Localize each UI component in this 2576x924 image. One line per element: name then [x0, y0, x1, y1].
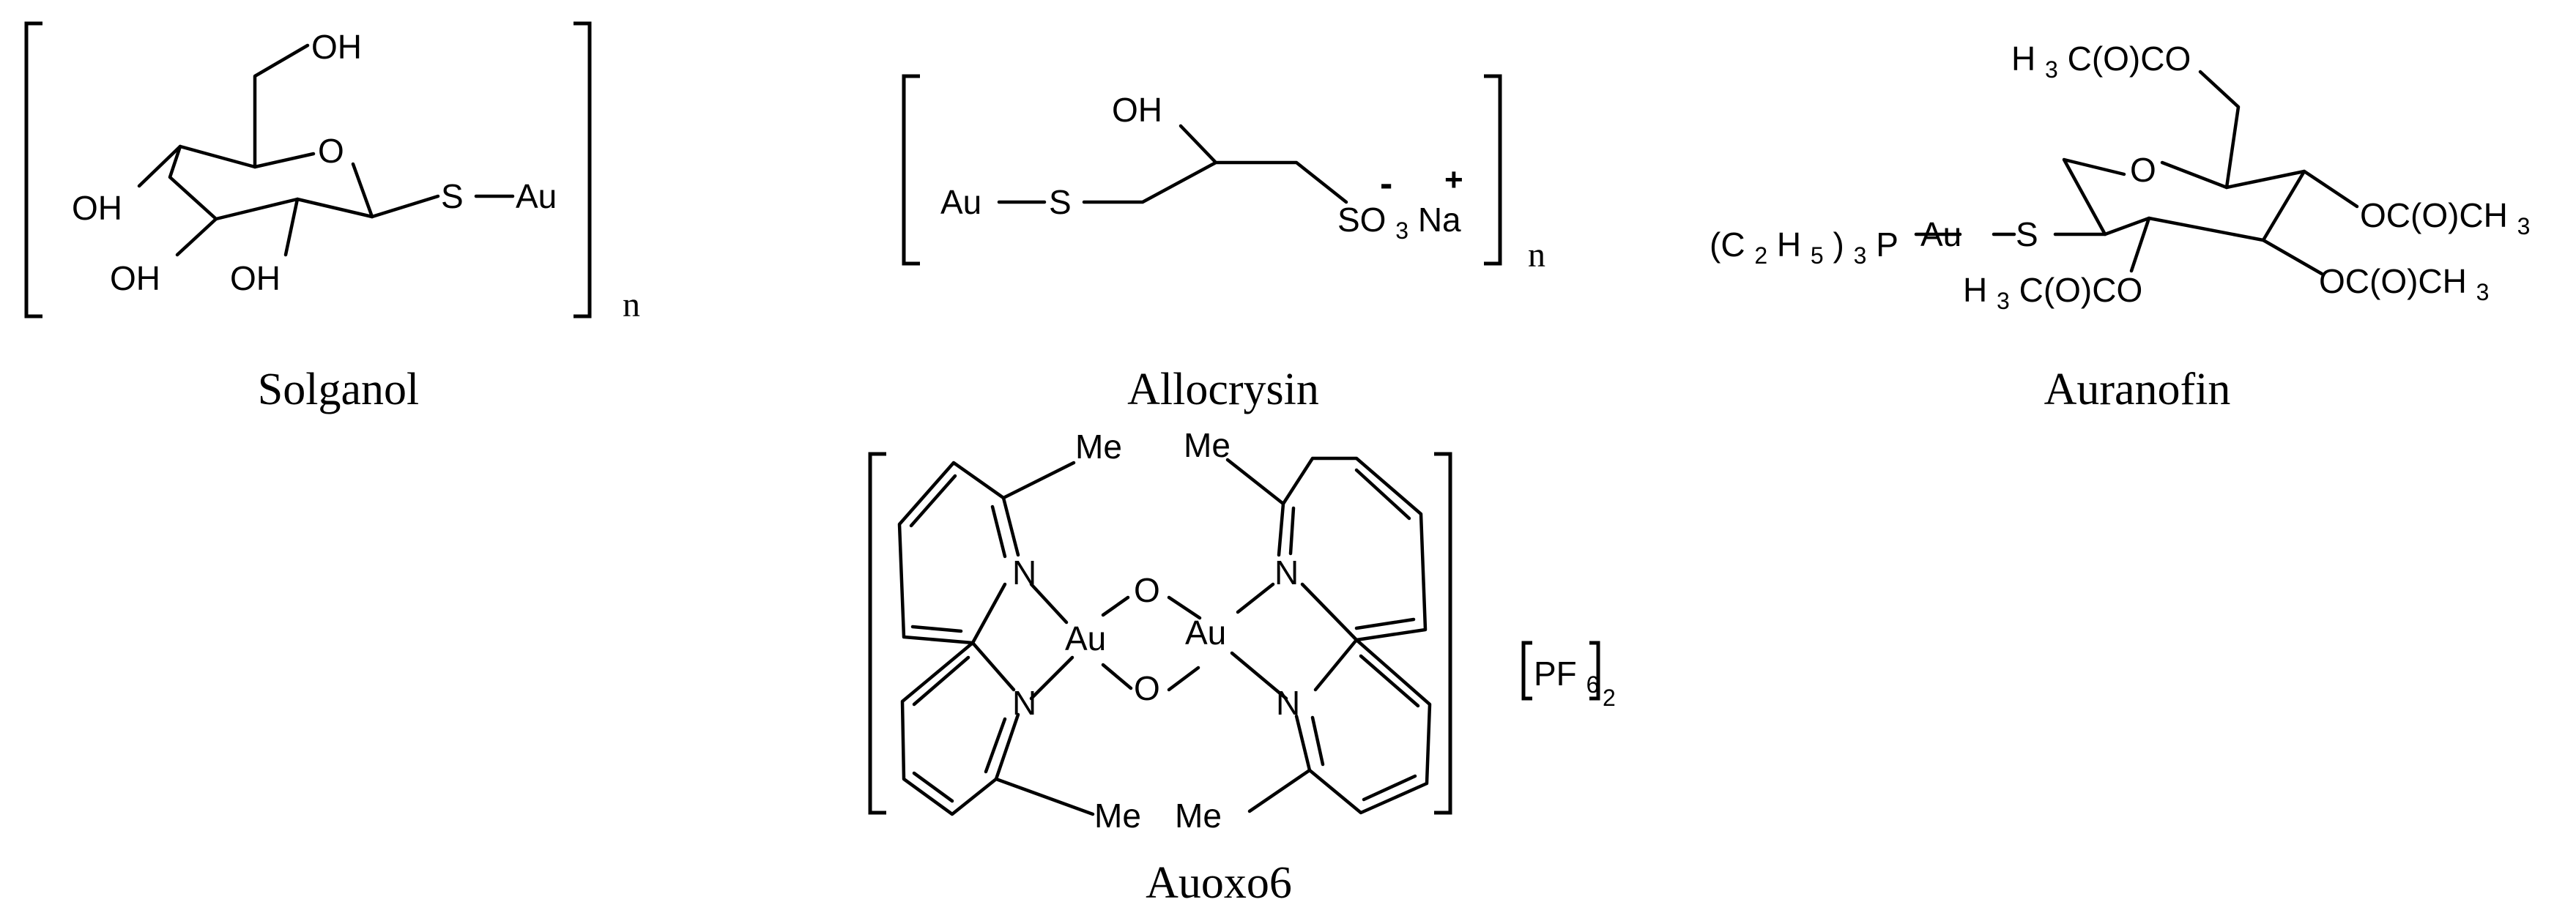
- auranofin-pet-h: H: [1777, 226, 1801, 264]
- auoxo6-counterion-right-bracket: [1589, 641, 1600, 701]
- allocrysin-sulfonate: SO 3 Na: [1337, 201, 1461, 246]
- allocrysin-right-bracket: [1484, 74, 1502, 266]
- solganol-oh-left: OH: [72, 189, 122, 227]
- auoxo6-pyridine-upper-right: [1277, 456, 1428, 642]
- auoxo6-me-bottom-left: Me: [1094, 797, 1141, 835]
- auoxo6-pyridine-lower-left: [900, 641, 1020, 816]
- solganol-gold: Au: [516, 177, 557, 215]
- auoxo6-left-bracket: [868, 452, 886, 815]
- auranofin-phosphorus: P: [1876, 226, 1898, 264]
- auoxo6-name: Auoxo6: [1146, 858, 1292, 908]
- auranofin-acetyl-top-rest: C(O)CO: [2068, 40, 2191, 78]
- auoxo6-n-lower-right: N: [1276, 684, 1300, 722]
- auranofin-acetoxy-right-2: OC(O)CH 3: [2319, 262, 2489, 305]
- allocrysin-so: SO: [1337, 201, 1386, 239]
- auranofin-pet-open: (C: [1710, 226, 1745, 264]
- auranofin-name: Auranofin: [2044, 365, 2231, 414]
- auoxo6-methyl-bonds: [994, 458, 1312, 816]
- auoxo6-counterion-pf: PF: [1534, 655, 1577, 693]
- solganol-substituent-bonds: [137, 43, 515, 257]
- allocrysin-structure: Au S OH SO 3 Na - + n Allocrysin: [902, 74, 1545, 414]
- solganol-name: Solganol: [258, 365, 419, 414]
- auranofin-acetyl-top-h: H: [2011, 40, 2035, 78]
- auranofin-substituent-bonds: [1914, 70, 2359, 276]
- auranofin-acetyl-bottom-h: H: [1963, 271, 1987, 309]
- auranofin-pet-sub-2: 5: [1811, 242, 1824, 269]
- allocrysin-sulfur: S: [1049, 183, 1072, 221]
- allocrysin-plus-charge: +: [1444, 162, 1463, 198]
- auranofin-acetoxy-right-2-sub: 3: [2476, 279, 2490, 305]
- auranofin-acetyl-top-sub: 3: [2045, 56, 2058, 83]
- auranofin-acetoxy-right-1: OC(O)CH 3: [2360, 196, 2530, 239]
- auranofin-pet-sub-1: 2: [1754, 242, 1767, 269]
- auranofin-sulfur: S: [2016, 215, 2038, 253]
- auoxo6-n-upper-left: N: [1012, 554, 1036, 592]
- auoxo6-me-top-left: Me: [1075, 428, 1122, 466]
- auoxo6-coordination-bonds: [1029, 582, 1288, 701]
- solganol-right-bracket: [574, 21, 592, 318]
- auranofin-acetyl-bottom-rest: C(O)CO: [2019, 271, 2143, 309]
- auoxo6-pyridine-lower-right: [1294, 638, 1432, 815]
- auoxo6-me-bottom-right: Me: [1175, 797, 1222, 835]
- allocrysin-minus-charge: -: [1380, 163, 1392, 205]
- auoxo6-me-top-right: Me: [1184, 426, 1231, 464]
- auoxo6-o-top: O: [1134, 571, 1160, 609]
- auoxo6-right-bracket: [1434, 452, 1452, 815]
- auranofin-acetyl-bottom-sub: 3: [1997, 288, 2010, 314]
- auranofin-acetyl-bottom: H 3 C(O)CO: [1963, 271, 2142, 316]
- auoxo6-counterion: PF 6: [1534, 655, 1599, 698]
- allocrysin-sodium: Na: [1418, 201, 1461, 239]
- auranofin-acetyl-top: H 3 C(O)CO: [2011, 40, 2191, 85]
- allocrysin-gold: Au: [940, 183, 981, 221]
- allocrysin-name: Allocrysin: [1127, 365, 1319, 414]
- auoxo6-au-left: Au: [1065, 619, 1106, 657]
- auranofin-structure: H 3 C(O)CO O OC(O)CH 3 OC(O)CH 3 H 3 C(O…: [1710, 40, 2530, 414]
- auranofin-acetoxy-right-1-main: OC(O)CH: [2360, 196, 2508, 234]
- auranofin-pet-close: ): [1833, 226, 1844, 264]
- auoxo6-pyridine-upper-left: [897, 461, 1020, 645]
- auoxo6-structure: Me Me Me Me N N N N O O Au Au PF 6 2 Auo…: [868, 426, 1616, 908]
- auoxo6-counterion-sub: 6: [1586, 671, 1600, 698]
- allocrysin-left-bracket: [902, 74, 920, 266]
- auoxo6-counterion-count: 2: [1603, 685, 1616, 711]
- auranofin-ring-oxygen: O: [2130, 151, 2156, 189]
- allocrysin-chain-bonds: [997, 124, 1348, 204]
- auoxo6-counterion-left-bracket: [1521, 641, 1532, 701]
- auranofin-acetoxy-right-2-main: OC(O)CH: [2319, 262, 2467, 300]
- auranofin-gold: Au: [1920, 215, 1961, 253]
- auoxo6-n-upper-right: N: [1274, 554, 1299, 592]
- allocrysin-repeat-n: n: [1528, 236, 1545, 275]
- auranofin-triethylphosphine: (C 2 H 5 ) 3 P: [1710, 226, 1898, 271]
- auranofin-ring-bonds: [2062, 157, 2306, 242]
- auoxo6-au-right: Au: [1185, 614, 1226, 652]
- auranofin-acetoxy-right-1-sub: 3: [2517, 213, 2531, 239]
- solganol-oh-top: OH: [311, 28, 362, 66]
- auranofin-pet-sub-3: 3: [1854, 242, 1867, 269]
- solganol-repeat-n: n: [623, 286, 640, 324]
- auoxo6-n-lower-left: N: [1012, 684, 1036, 722]
- solganol-left-bracket: [24, 21, 42, 318]
- solganol-oh-bottom-2: OH: [230, 259, 281, 297]
- solganol-oh-bottom-1: OH: [110, 259, 160, 297]
- solganol-ring-oxygen: O: [318, 132, 344, 170]
- solganol-structure: OH O S Au OH OH OH n Solganol: [24, 21, 640, 414]
- solganol-sulfur: S: [441, 177, 464, 215]
- allocrysin-oh: OH: [1112, 91, 1162, 129]
- allocrysin-so-sub: 3: [1395, 217, 1408, 244]
- auoxo6-o-bottom: O: [1134, 669, 1160, 707]
